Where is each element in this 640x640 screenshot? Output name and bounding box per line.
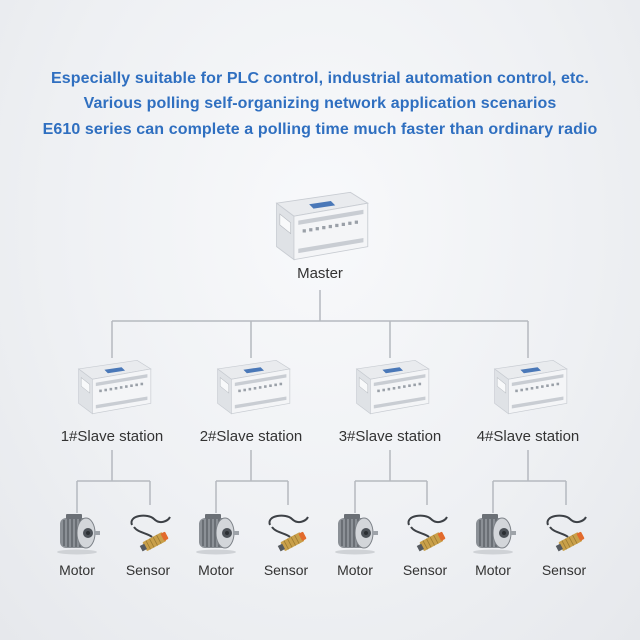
- slave-3-sensor-icon: [407, 514, 449, 555]
- slave-4-label: 4#Slave station: [476, 428, 580, 445]
- slave-1-motor-label: Motor: [59, 562, 95, 578]
- slave-4-motor-icon: [472, 513, 517, 556]
- slave-3-sensor-label: Sensor: [402, 562, 448, 578]
- slave-3-motor-label: Motor: [337, 562, 373, 578]
- slave-1-sensor-label: Sensor: [125, 562, 171, 578]
- slave-1-label: 1#Slave station: [60, 428, 164, 445]
- headline-line-2: Various polling self-organizing network …: [83, 95, 557, 112]
- slave-4-sensor-icon: [546, 514, 588, 555]
- master-plc-icon: [276, 191, 369, 261]
- slave-1-motor-icon: [56, 513, 101, 556]
- slave-4-motor-label: Motor: [475, 562, 511, 578]
- headline-line-3: E610 series can complete a polling time …: [42, 121, 598, 138]
- slave-1-plc-icon: [78, 359, 152, 415]
- slave-3-label: 3#Slave station: [338, 428, 442, 445]
- slave-1-sensor-icon: [130, 514, 172, 555]
- slave-4-plc-icon: [494, 359, 568, 415]
- slave-4-sensor-label: Sensor: [541, 562, 587, 578]
- slave-2-motor-label: Motor: [198, 562, 234, 578]
- slave-2-plc-icon: [217, 359, 291, 415]
- slave-2-motor-icon: [195, 513, 240, 556]
- slave-2-sensor-label: Sensor: [263, 562, 309, 578]
- slave-2-label: 2#Slave station: [199, 428, 303, 445]
- slave-2-sensor-icon: [268, 514, 310, 555]
- master-label: Master: [297, 265, 343, 282]
- slave-3-motor-icon: [334, 513, 379, 556]
- slave-3-plc-icon: [356, 359, 430, 415]
- headline-line-1: Especially suitable for PLC control, ind…: [51, 70, 589, 87]
